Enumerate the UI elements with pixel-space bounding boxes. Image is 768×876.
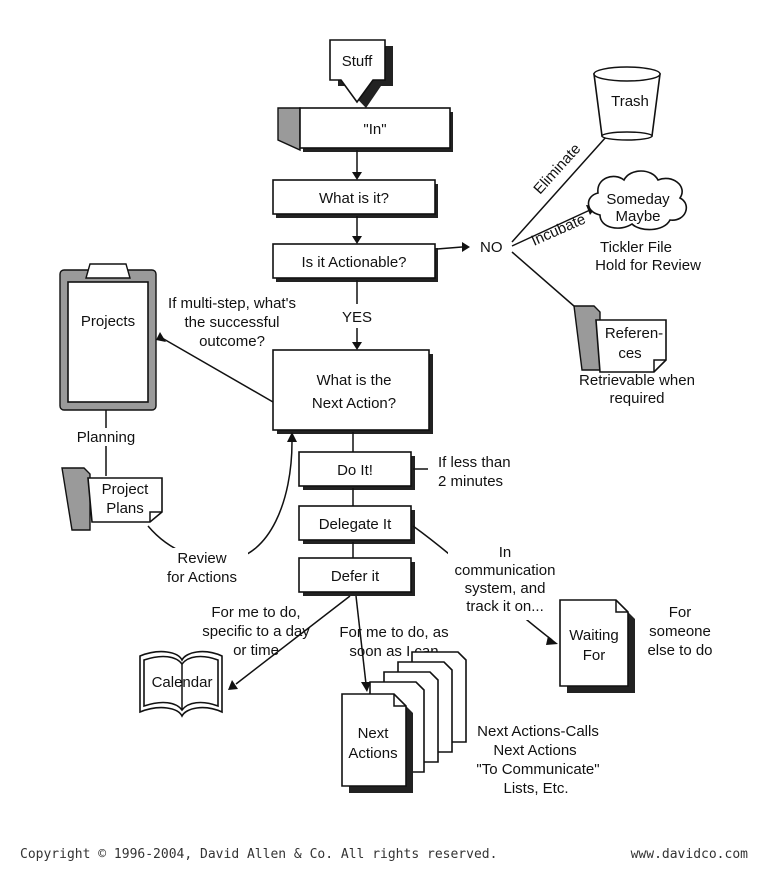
waiting-for-node: Waiting For (559, 599, 635, 693)
what-is-it-node: What is it? (272, 179, 438, 218)
someday-maybe-node: Someday Maybe (587, 170, 688, 231)
for-me-day-label-2: specific to a day (202, 623, 310, 640)
multistep-label-2: the successful (184, 314, 279, 331)
references-label-1: Referen- (605, 325, 663, 342)
arrowhead (546, 636, 558, 645)
arrowhead (156, 332, 166, 342)
waiting-label: Waiting (569, 627, 618, 644)
for-me-day-label-1: For me to do, (211, 604, 300, 621)
calendar-label: Calendar (152, 674, 213, 691)
next-action-label-2: Next Action? (312, 395, 396, 412)
connector-actionable-no (436, 246, 463, 250)
projects-label: Projects (81, 313, 135, 330)
document-icon (559, 599, 629, 687)
incubate-label: Incubate (529, 211, 588, 250)
projects-node: Projects (59, 263, 157, 411)
for-me-asap-label-1: For me to do, as (339, 624, 448, 641)
connector-review-curve (147, 441, 293, 561)
arrowhead (352, 342, 362, 350)
eliminate-label: Eliminate (530, 140, 584, 197)
do-it-label: Do It! (337, 462, 373, 479)
delegate-it-node: Delegate It (298, 505, 415, 544)
multistep-label-1: If multi-step, what's (168, 295, 296, 312)
no-label: NO (480, 239, 503, 256)
review-label-2: for Actions (167, 569, 237, 586)
actionable-label: Is it Actionable? (301, 254, 406, 271)
maybe-label: Maybe (615, 208, 660, 225)
next-action-node: What is the Next Action? (272, 349, 433, 434)
what-is-it-label: What is it? (319, 190, 389, 207)
in-tray-node: "In" (277, 107, 453, 152)
next-action-label-1: What is the (316, 372, 391, 389)
lists-label-4: Lists, Etc. (503, 780, 568, 797)
defer-it-label: Defer it (331, 568, 380, 585)
folder-icon (61, 467, 91, 531)
stuff-label: Stuff (342, 53, 373, 70)
next-actions-doc-label-1: Next (358, 725, 390, 742)
lists-label-3: "To Communicate" (476, 761, 599, 778)
connector-incubate (511, 209, 591, 247)
less-than-label-1: If less than (438, 454, 511, 471)
references-node: Referen- ces (573, 305, 667, 373)
copyright-text: Copyright © 1996-2004, David Allen & Co.… (20, 847, 497, 862)
actionable-node: Is it Actionable? (272, 243, 438, 282)
arrowhead (352, 236, 362, 244)
for-someone-label-1: For (669, 604, 692, 621)
website-link[interactable]: www.davidco.com (631, 847, 749, 862)
connector-next-projects (161, 337, 274, 403)
someday-label: Someday (606, 191, 670, 208)
hold-for-review-label: Hold for Review (595, 257, 701, 274)
stuff-node: Stuff (329, 39, 393, 108)
for-label: For (583, 647, 606, 664)
connector-defer-calendar (235, 595, 351, 685)
trash-label: Trash (611, 93, 649, 110)
review-label-1: Review (177, 550, 226, 567)
references-label-2: ces (618, 345, 641, 362)
for-me-day-label-3: or time (233, 642, 279, 659)
next-actions-doc-label-2: Actions (348, 745, 397, 762)
project-plans-label-1: Project (102, 481, 150, 498)
yes-label: YES (342, 309, 372, 326)
arrowhead (228, 680, 238, 690)
communication-label-2: communication (455, 562, 556, 579)
planning-label: Planning (77, 429, 135, 446)
communication-label-4: track it on... (466, 598, 544, 615)
project-plans-node: Project Plans (61, 467, 163, 531)
calendar-node: Calendar (139, 650, 223, 718)
communication-label-3: system, and (465, 580, 546, 597)
folder-icon (573, 305, 601, 371)
for-someone-label-2: someone (649, 623, 711, 640)
retrievable-label-2: required (609, 390, 664, 407)
cloud-icon (587, 170, 688, 231)
in-label: "In" (363, 121, 386, 138)
next-actions-node: Next Actions (341, 651, 467, 793)
arrowhead (462, 242, 470, 252)
defer-it-node: Defer it (298, 557, 415, 596)
lists-label-2: Next Actions (493, 742, 576, 759)
connector-defer-nextactions (355, 595, 367, 685)
less-than-label-2: 2 minutes (438, 473, 503, 490)
retrievable-label-1: Retrievable when (579, 372, 695, 389)
multistep-label-3: outcome? (199, 333, 265, 350)
document-stack-icon (341, 693, 407, 787)
project-plans-label-2: Plans (106, 500, 144, 517)
for-someone-label-3: else to do (647, 642, 712, 659)
arrowhead (352, 172, 362, 180)
delegate-it-label: Delegate It (319, 516, 392, 533)
arrowhead (287, 432, 297, 442)
tickler-file-label: Tickler File (600, 239, 672, 256)
arrowhead (361, 682, 371, 692)
lists-label-1: Next Actions-Calls (477, 723, 599, 740)
do-it-node: Do It! (298, 451, 415, 490)
communication-label-1: In (499, 544, 512, 561)
trash-node: Trash (593, 66, 661, 141)
